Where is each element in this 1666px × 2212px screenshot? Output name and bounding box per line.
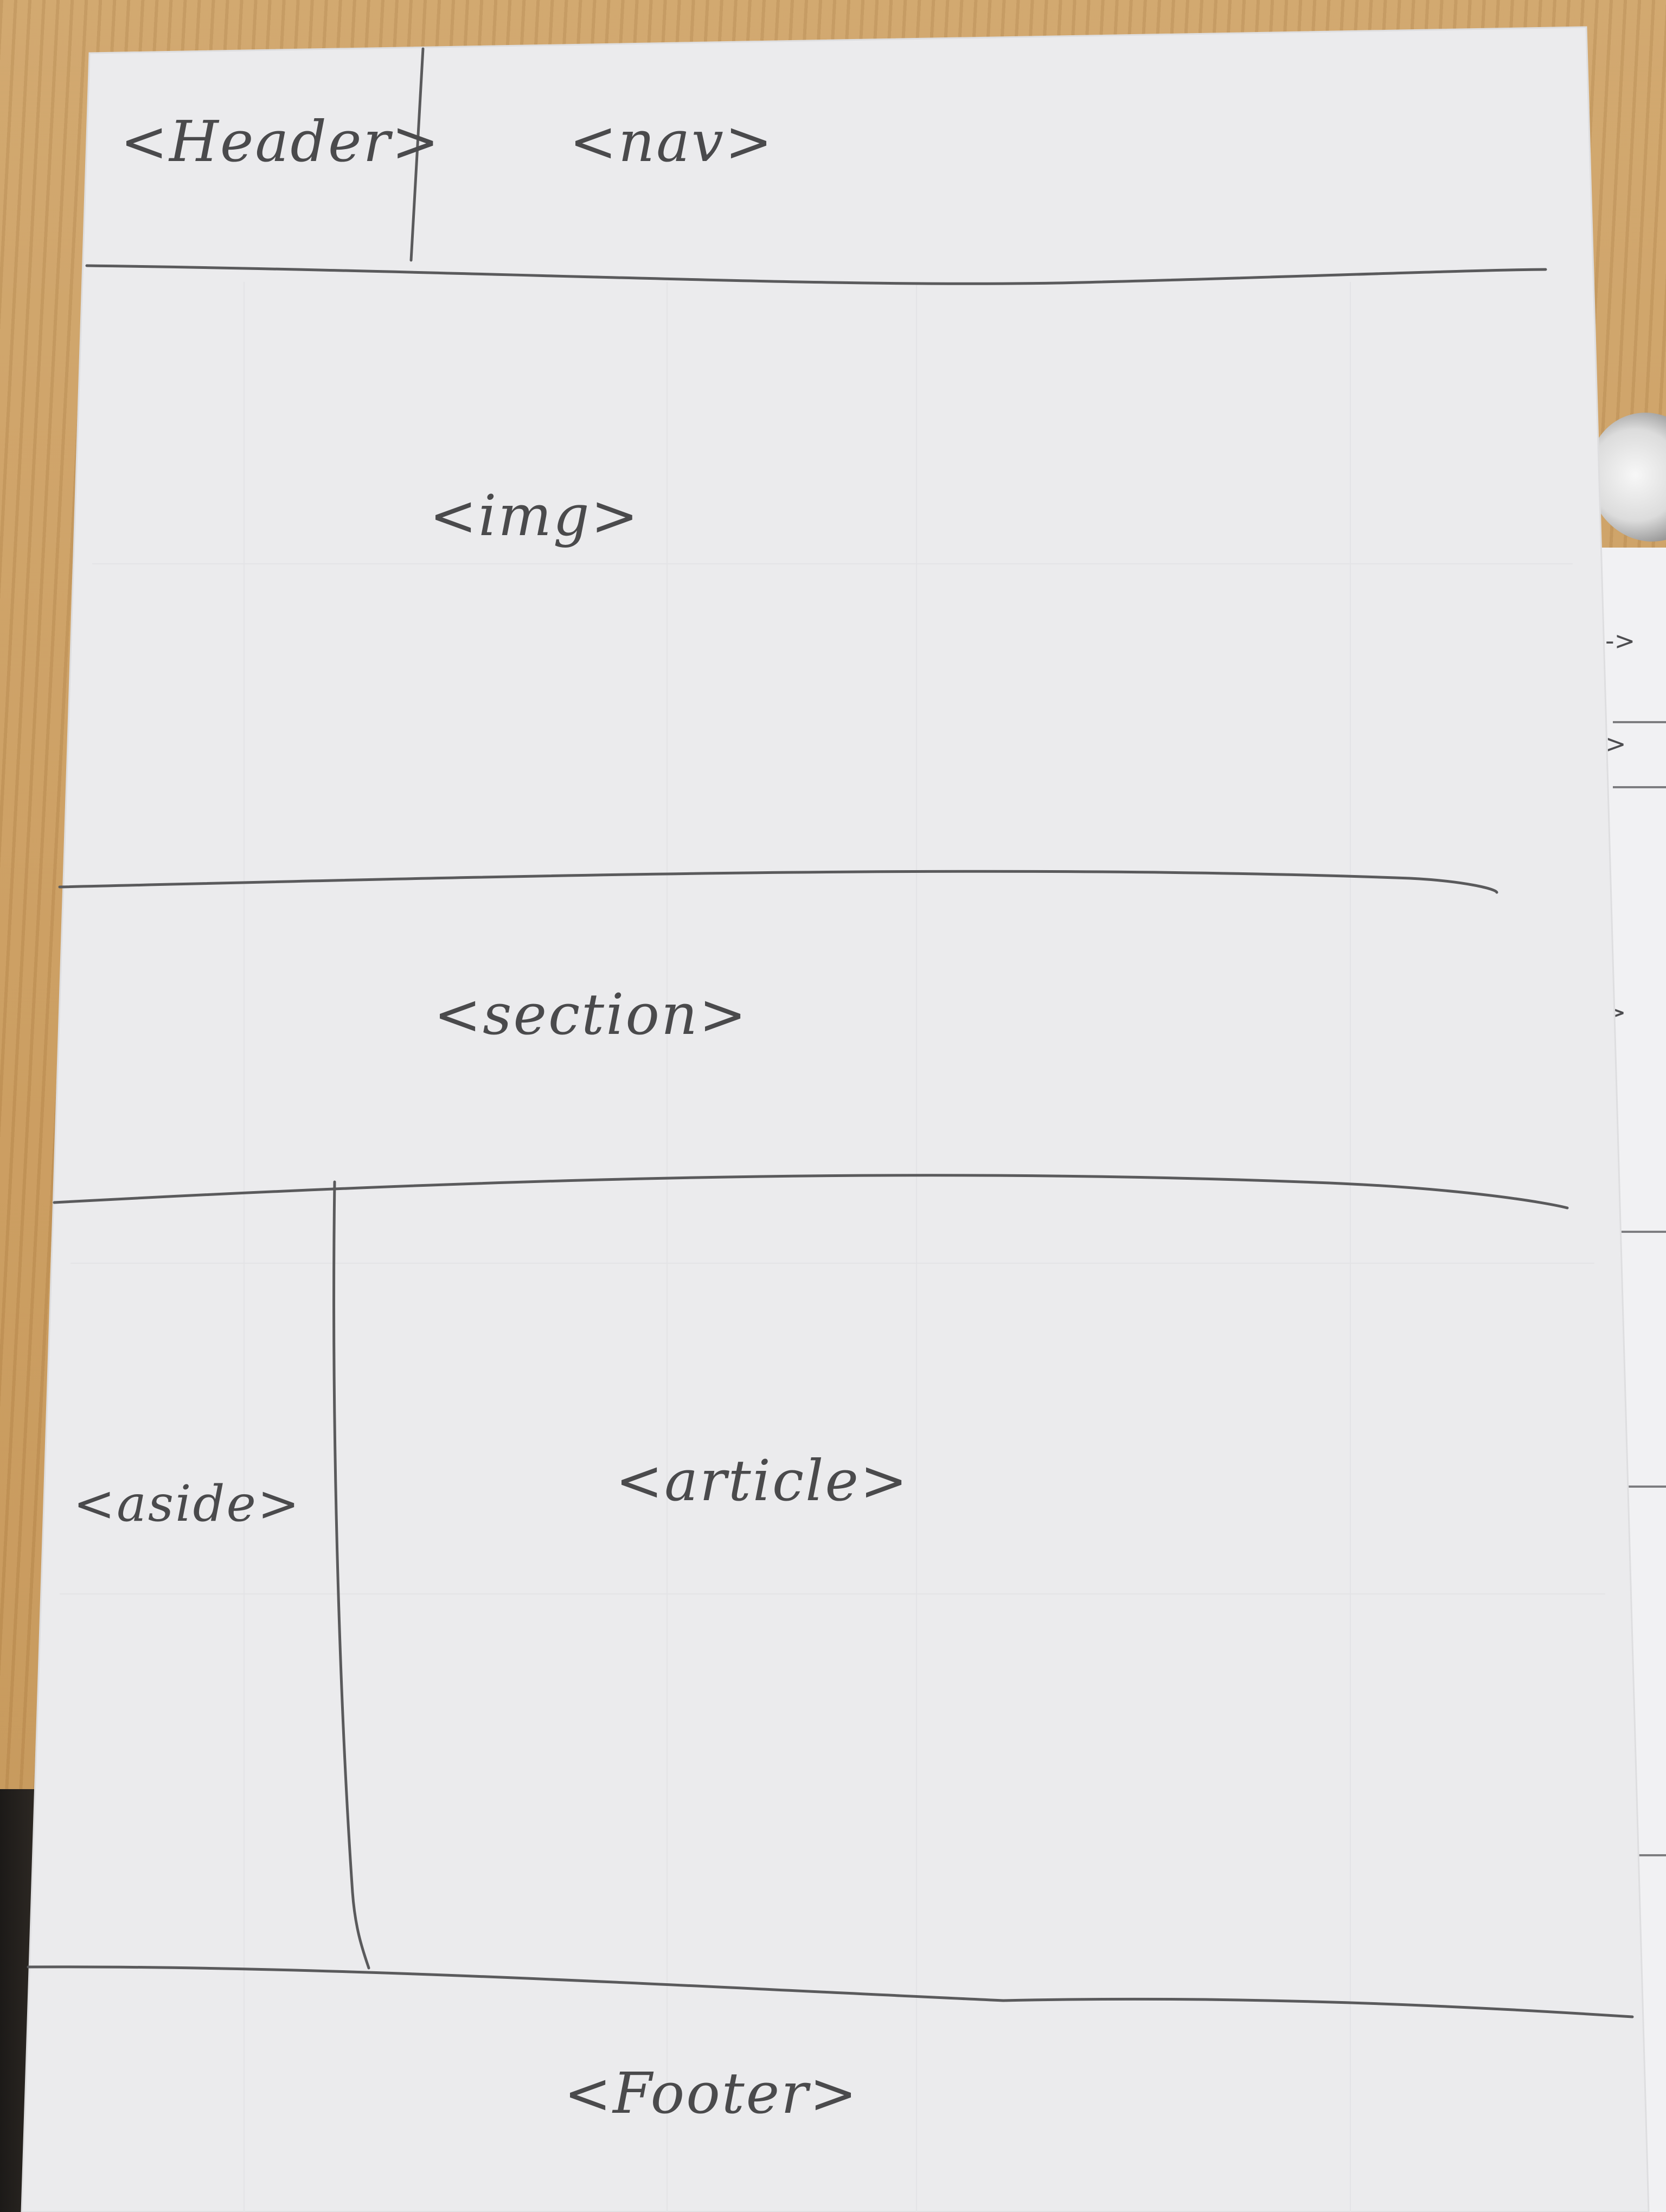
paper-sheet — [21, 26, 1650, 2212]
header-label: <Header> — [120, 108, 441, 175]
sketch-line — [1613, 1486, 1666, 1488]
sketch-line — [1613, 721, 1666, 723]
background-sheet-mark: > — [1605, 729, 1626, 758]
footer-top-line — [27, 1965, 1634, 2018]
aside-article-divider-line — [332, 1180, 370, 1970]
img-label: <img> — [430, 483, 640, 549]
section-label: <section> — [434, 981, 748, 1047]
nav-label: <nav> — [569, 108, 774, 175]
aside-label: <aside> — [73, 1475, 301, 1533]
sketch-line — [1613, 786, 1666, 788]
img-bottom-line — [58, 870, 1498, 894]
background-sheet-mark: -> — [1605, 626, 1636, 655]
header-bottom-line — [85, 264, 1547, 285]
footer-label: <Footer> — [564, 2060, 859, 2126]
sketch-line — [1613, 1231, 1666, 1233]
sketch-line — [1613, 1854, 1666, 1856]
header-nav-divider-line — [409, 47, 425, 262]
faint-grid — [60, 282, 1605, 2212]
article-label: <article> — [616, 1448, 909, 1514]
